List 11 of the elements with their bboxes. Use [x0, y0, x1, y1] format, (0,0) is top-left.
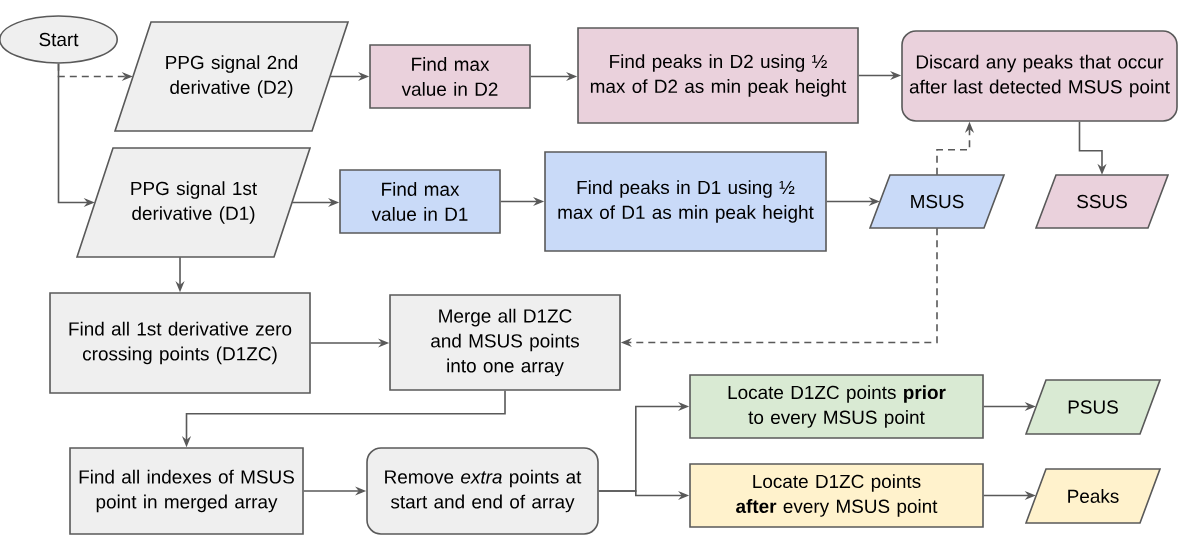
process-box: Locate D1ZC points after every MSUS point — [689, 463, 984, 528]
process-box: Find max value in D2 — [369, 44, 531, 109]
process-box: Find peaks in D2 using ½ max of D2 as min peak height — [577, 27, 859, 124]
rounded-process-box: Discard any peaks that occur after last detected MSUS point — [901, 30, 1178, 122]
rounded-process-box: Remove extra points at start and end of array — [366, 447, 599, 535]
process-box: Find all indexes of MSUS point in merged array — [69, 447, 304, 535]
process-box: Find peaks in D1 using ½ max of D1 as min peak height — [544, 151, 827, 252]
process-box: Merge all D1ZC and MSUS points into one array — [389, 294, 621, 391]
process-box: Find all 1st derivative zero crossing points (D1ZC) — [49, 292, 311, 394]
process-box: Locate D1ZC points prior to every MSUS point — [689, 374, 984, 439]
process-box: Find max value in D1 — [339, 169, 501, 234]
